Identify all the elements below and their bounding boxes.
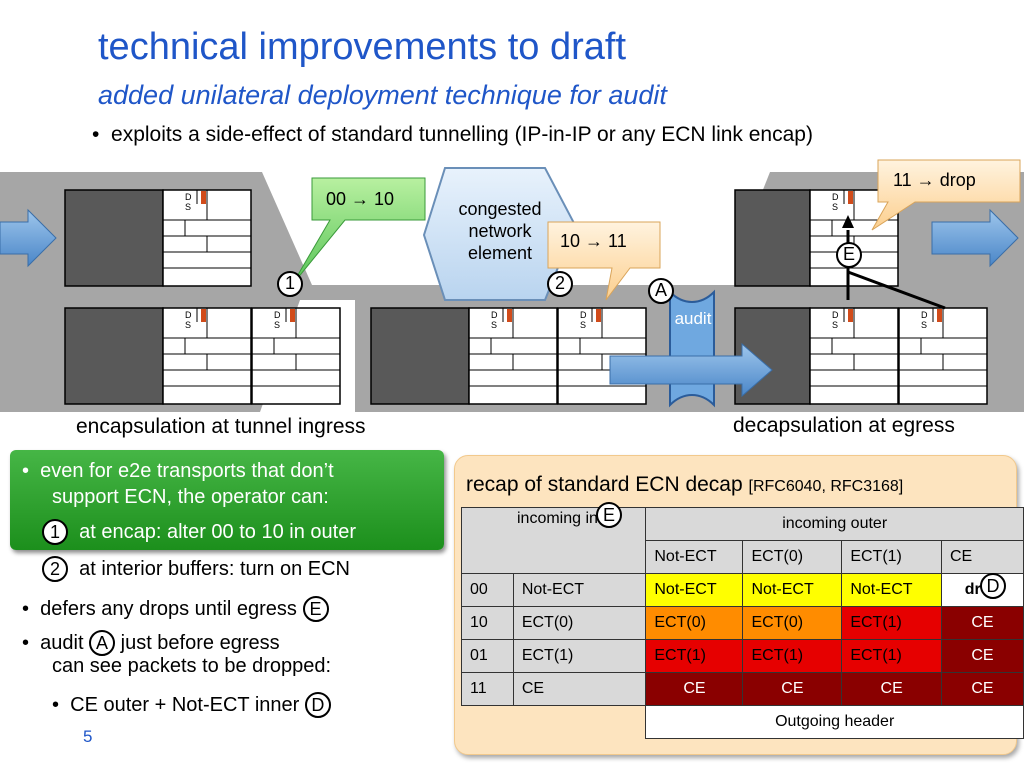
row-code: 00 [461,573,514,607]
marker-d-icon: D [304,692,331,718]
table-cell: Not-ECT [742,573,843,607]
table-cell: CE [940,606,1024,640]
marker-a-icon: A [89,630,116,656]
table-row: 00 Not-ECT Not-ECT Not-ECT Not-ECT drop [461,573,1024,607]
outer-col-1: ECT(0) [742,540,843,574]
row-inner: CE [512,672,647,706]
audit-label: audit [674,309,712,328]
table-cell: ECT(0) [742,606,843,640]
step-1: 1 at encap: alter 00 to 10 in outer [42,519,356,545]
table-cell: CE [940,639,1024,673]
header-incoming-outer: incoming outer [645,507,1024,541]
marker-2-icon: 2 [42,556,68,582]
table-row: 10 ECT(0) ECT(0) ECT(0) ECT(1) CE [461,606,1024,640]
table-cell: ECT(1) [841,606,942,640]
page-number: 5 [83,727,93,746]
bullet-1-line2: support ECN, the operator can: [52,486,329,508]
table-cell: Not-ECT [841,573,942,607]
marker-a: A [654,280,667,300]
recap-title: recap of standard ECN decap [RFC6040, RF… [466,473,904,496]
bullet-3-line2: can see packets to be dropped: [52,655,332,677]
callout-ingress: 00 → 10 [326,189,395,209]
tunnel-diagram: D S [0,159,1024,412]
table-cell: ECT(1) [645,639,744,673]
congested-element: congested network element [458,199,542,263]
bullet-3: • audit A just before egress [22,630,280,656]
row-code: 11 [461,672,514,706]
table-cell: ECT(1) [742,639,843,673]
table-cell: CE [841,672,942,706]
outgoing-header-label: Outgoing header [645,705,1024,739]
sub-bullet: • CE outer + Not-ECT inner D [52,692,331,718]
bullet-2: • defers any drops until egress E [22,596,329,622]
slide-title: technical improvements to draft [98,26,627,68]
top-bullet: • exploits a side-effect of standard tun… [92,123,813,146]
row-code: 01 [461,639,514,673]
table-cell: CE [645,672,744,706]
outer-col-0: Not-ECT [645,540,744,574]
table-cell: CE [940,672,1024,706]
row-inner: ECT(0) [512,606,647,640]
callout-congested: 10 → 11 [560,231,627,251]
table-cell: Not-ECT [645,573,744,607]
marker-e-table: E [596,502,622,528]
slide-subtitle: added unilateral deployment technique fo… [98,80,667,110]
table-row: 11 CE CE CE CE CE [461,672,1024,706]
bullet-1: • even for e2e transports that don’t [22,460,334,482]
caption-ingress: encapsulation at tunnel ingress [76,415,366,438]
ecn-decap-table: incoming inner incoming outer Not-ECT EC… [460,507,1024,739]
marker-2: 2 [554,273,565,293]
highlight-box [10,450,444,550]
row-code: 10 [461,606,514,640]
table-cell: ECT(1) [841,639,942,673]
marker-e: E [842,244,855,264]
marker-d-table: D [980,573,1006,599]
marker-1-icon: 1 [42,519,68,545]
table-cell: ECT(0) [645,606,744,640]
callout-drop: 11 → drop [893,170,976,190]
row-inner: ECT(1) [512,639,647,673]
outer-col-2: ECT(1) [841,540,942,574]
marker-e-icon: E [302,596,329,622]
caption-egress: decapsulation at egress [733,414,955,437]
row-inner: Not-ECT [512,573,647,607]
marker-1: 1 [284,273,295,293]
step-2: 2 at interior buffers: turn on ECN [42,556,350,582]
table-row: 01 ECT(1) ECT(1) ECT(1) ECT(1) CE [461,639,1024,673]
outer-col-3: CE [940,540,1024,574]
table-cell: CE [742,672,843,706]
